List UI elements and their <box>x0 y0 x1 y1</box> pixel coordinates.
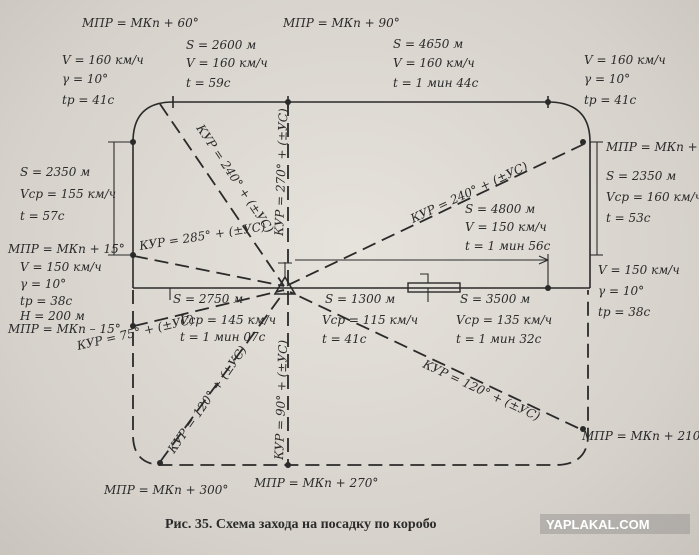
mpr-top-right: МПР = МКп + <box>605 140 698 154</box>
runway-left-block: S = 2750 м Vср = 145 км/ч t = 1 мин 07с <box>173 292 276 344</box>
svg-text:t = 1 мин 56с: t = 1 мин 56с <box>465 239 551 253</box>
svg-text:Vср = 155 км/ч: Vср = 155 км/ч <box>20 187 116 201</box>
svg-text:t = 41с: t = 41с <box>322 332 367 346</box>
tr-corner-block: V = 160 км/ч γ = 10° tр = 41с <box>584 53 666 107</box>
svg-text:γ = 10°: γ = 10° <box>598 284 644 298</box>
bearing-240-left <box>159 103 285 287</box>
svg-text:Vср = 145 км/ч: Vср = 145 км/ч <box>180 313 276 327</box>
figure-caption: Рис. 35. Схема захода на посадку по коро… <box>165 517 437 532</box>
svg-text:Vср = 160 км/ч: Vср = 160 км/ч <box>606 190 699 204</box>
svg-text:Vср = 135 км/ч: Vср = 135 км/ч <box>456 313 552 327</box>
svg-text:V = 160 км/ч: V = 160 км/ч <box>393 56 475 70</box>
bearing-75 <box>133 289 285 327</box>
svg-text:t = 59с: t = 59с <box>186 76 231 90</box>
svg-text:tр = 41с: tр = 41с <box>584 93 636 107</box>
left-side-block: S = 2350 м Vср = 155 км/ч t = 57с <box>20 165 116 223</box>
diag-seg-block: S = 4800 м V = 150 км/ч t = 1 мин 56с <box>465 202 551 253</box>
svg-text:t = 1 мин 07с: t = 1 мин 07с <box>180 330 266 344</box>
svg-text:V = 160 км/ч: V = 160 км/ч <box>62 53 144 67</box>
svg-text:S = 4650 м: S = 4650 м <box>393 37 463 51</box>
svg-text:V = 150 км/ч: V = 150 км/ч <box>20 260 102 274</box>
svg-text:H = 200 м: H = 200 м <box>19 309 85 323</box>
svg-text:V = 160 км/ч: V = 160 км/ч <box>186 56 268 70</box>
mpr-top-center: МПР = МКп + 90° <box>282 16 400 30</box>
right-side-block: S = 2350 м Vср = 160 км/ч t = 53с <box>606 169 699 225</box>
kur-90: КУР = 90° + (±УС) <box>272 339 290 461</box>
runway-right-block: S = 3500 м Vср = 135 км/ч t = 1 мин 32с <box>456 292 552 346</box>
mpr-bottom-right: МПР = МКп + 210° <box>581 429 699 443</box>
right-turn-block: V = 150 км/ч γ = 10° tр = 38с <box>598 263 680 319</box>
top-seg2-block: S = 4650 м V = 160 км/ч t = 1 мин 44с <box>393 37 479 90</box>
mpr-bottom-left: МПР = МКп + 300° <box>103 483 228 497</box>
svg-text:γ = 10°: γ = 10° <box>20 277 66 291</box>
runway-mid-block: S = 1300 м Vср = 115 км/ч t = 41с <box>322 292 418 346</box>
svg-text:S = 2350 м: S = 2350 м <box>606 169 676 183</box>
svg-text:S = 4800 м: S = 4800 м <box>465 202 535 216</box>
svg-text:Vср = 115 км/ч: Vср = 115 км/ч <box>322 313 418 327</box>
kur-240-right: КУР = 240° + (±УС) <box>407 159 530 226</box>
mpr-left-low: МПР = МКп – 15° <box>7 322 121 336</box>
mpr-bottom-center: МПР = МКп + 270° <box>253 476 378 490</box>
svg-text:S = 2600 м: S = 2600 м <box>186 38 256 52</box>
mpr-left-mid: МПР = МКп + 15° <box>7 242 125 256</box>
svg-text:γ = 10°: γ = 10° <box>62 72 108 86</box>
svg-text:t = 53с: t = 53с <box>606 211 651 225</box>
circuit-upper <box>132 101 591 288</box>
circuit-lower <box>132 290 589 466</box>
tl-corner-block: V = 160 км/ч γ = 10° tр = 41с <box>62 53 144 107</box>
svg-text:tр = 38с: tр = 38с <box>598 305 650 319</box>
runway-strip <box>407 282 461 293</box>
svg-text:tр = 38с: tр = 38с <box>20 294 72 308</box>
top-seg1-block: S = 2600 м V = 160 км/ч t = 59с <box>186 38 268 90</box>
bearing-285 <box>133 255 285 287</box>
svg-text:tр = 41с: tр = 41с <box>62 93 114 107</box>
svg-text:γ = 10°: γ = 10° <box>584 72 630 86</box>
svg-text:S = 1300 м: S = 1300 м <box>325 292 395 306</box>
svg-text:S = 2750 м: S = 2750 м <box>173 292 243 306</box>
svg-text:V = 160 км/ч: V = 160 км/ч <box>584 53 666 67</box>
kur-285: КУР = 285° + (±УС) <box>137 219 266 253</box>
svg-text:S = 3500 м: S = 3500 м <box>460 292 530 306</box>
left-turn-block: V = 150 км/ч γ = 10° tр = 38с H = 200 м <box>19 260 102 323</box>
kur-120-right: КУР = 120° + (±УС) <box>420 357 543 424</box>
mpr-top-left: МПР = МКп + 60° <box>81 16 199 30</box>
svg-text:V = 150 км/ч: V = 150 км/ч <box>465 220 547 234</box>
svg-text:t = 1 мин 32с: t = 1 мин 32с <box>456 332 542 346</box>
svg-text:S = 2350 м: S = 2350 м <box>20 165 90 179</box>
svg-text:V = 150 км/ч: V = 150 км/ч <box>598 263 680 277</box>
svg-text:t = 57с: t = 57с <box>20 209 65 223</box>
kur-270: КУР = 270° + (±УС) <box>272 108 290 237</box>
kur-120-left: КУР = 120° + (±УС) <box>164 343 249 457</box>
bearing-120-left <box>159 291 285 463</box>
svg-text:t = 1 мин 44с: t = 1 мин 44с <box>393 76 479 90</box>
watermark: YAPLAKAL.COM <box>546 517 650 532</box>
bearing-120-right <box>289 291 579 429</box>
bearing-240-right <box>285 143 585 287</box>
